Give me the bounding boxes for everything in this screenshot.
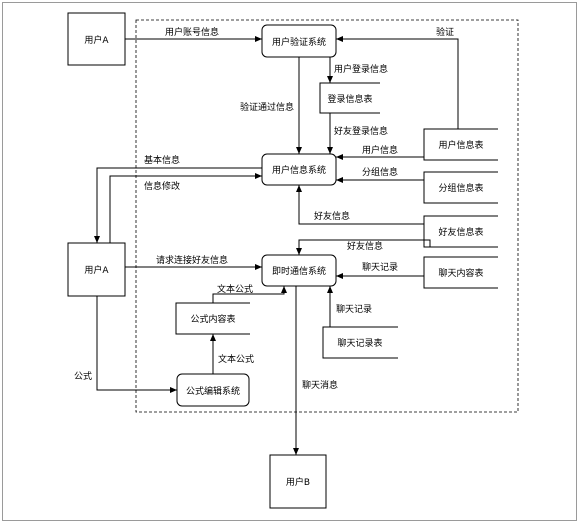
flow-account-info-label: 用户账号信息	[165, 26, 219, 38]
flow-verify: 验证	[336, 26, 459, 129]
flow-verify-label: 验证	[436, 26, 454, 38]
flow-friend-info-2-label: 好友信息	[347, 240, 383, 252]
process-formula-editor: 公式编辑系统	[176, 373, 250, 407]
system-boundary	[135, 19, 519, 413]
process-info-system-label: 用户信息系统	[272, 164, 326, 176]
flow-request-friend-label: 请求连接好友信息	[156, 254, 228, 266]
flow-chat-message: 聊天消息	[293, 286, 338, 455]
flow-formula-label: 公式	[74, 370, 92, 382]
entity-user-a-mid-label: 用户A	[84, 264, 109, 276]
flow-friend-login-label: 好友登录信息	[334, 125, 388, 137]
store-friend-table: 好友信息表	[423, 215, 498, 248]
flow-chat-record-2: 聊天记录	[327, 286, 372, 327]
process-auth-system: 用户验证系统	[261, 24, 337, 58]
entity-user-a-top: 用户A	[67, 12, 126, 66]
entity-user-a-top-label: 用户A	[84, 34, 109, 46]
store-chat-record-table: 聊天记录表	[322, 326, 398, 359]
store-group-table-label: 分组信息表	[438, 182, 483, 194]
store-login-table: 登录信息表	[319, 82, 380, 114]
store-user-info-table: 用户信息表	[423, 128, 498, 161]
flow-chat-record-1-label: 聊天记录	[362, 261, 398, 273]
flow-group-info: 分组信息	[336, 166, 424, 183]
flow-text-formula-2-label: 文本公式	[218, 353, 254, 365]
flow-user-info-label: 用户信息	[362, 144, 398, 156]
flow-account-info: 用户账号信息	[125, 26, 262, 42]
flow-login-info-label: 用户登录信息	[334, 63, 388, 75]
flow-formula: 公式	[74, 296, 177, 393]
process-info-system: 用户信息系统	[261, 153, 337, 186]
flow-text-formula-1: 文本公式	[212, 283, 287, 303]
store-chat-content-table-label: 聊天内容表	[438, 267, 483, 279]
store-formula-table: 公式内容表	[175, 302, 250, 335]
flow-friend-info-1-label: 好友信息	[314, 210, 350, 222]
store-login-table-label: 登录信息表	[327, 93, 372, 105]
flow-friend-info-1: 好友信息	[296, 185, 424, 225]
diagram-frame	[2, 2, 577, 521]
flow-text-formula-1-label: 文本公式	[217, 283, 253, 295]
flow-verify-pass-label: 验证通过信息	[240, 101, 294, 113]
store-chat-record-table-label: 聊天记录表	[337, 337, 382, 349]
flow-basic-info: 基本信息	[94, 154, 262, 243]
flow-user-info: 用户信息	[336, 144, 424, 160]
flow-text-formula-2: 文本公式	[210, 334, 254, 374]
flow-chat-record-1: 聊天记录	[336, 261, 424, 279]
flow-request-friend: 请求连接好友信息	[125, 254, 262, 270]
process-formula-editor-label: 公式编辑系统	[186, 385, 240, 397]
process-auth-system-label: 用户验证系统	[272, 36, 326, 48]
flow-info-modify-label: 信息修改	[144, 180, 180, 192]
store-chat-content-table: 聊天内容表	[423, 256, 498, 289]
flow-info-modify: 信息修改	[109, 173, 262, 243]
store-group-table: 分组信息表	[423, 171, 498, 204]
flow-chat-record-2-label: 聊天记录	[336, 303, 372, 315]
flow-friend-info-2: 好友信息	[296, 239, 431, 255]
process-im-system-label: 即时通信系统	[272, 265, 326, 277]
flow-verify-pass: 验证通过信息	[240, 57, 302, 154]
store-formula-table-label: 公式内容表	[190, 313, 235, 325]
flow-basic-info-label: 基本信息	[144, 154, 180, 166]
process-im-system: 即时通信系统	[261, 254, 337, 287]
entity-user-b: 用户B	[269, 454, 327, 509]
flow-friend-login: 好友登录信息	[327, 113, 388, 154]
entity-user-a-mid: 用户A	[67, 242, 126, 297]
flow-chat-message-label: 聊天消息	[302, 379, 338, 391]
flow-group-info-label: 分组信息	[362, 166, 398, 178]
store-friend-table-label: 好友信息表	[438, 226, 483, 238]
flow-login-info: 用户登录信息	[327, 57, 388, 83]
entity-user-b-label: 用户B	[286, 476, 310, 488]
store-user-info-table-label: 用户信息表	[438, 139, 483, 151]
